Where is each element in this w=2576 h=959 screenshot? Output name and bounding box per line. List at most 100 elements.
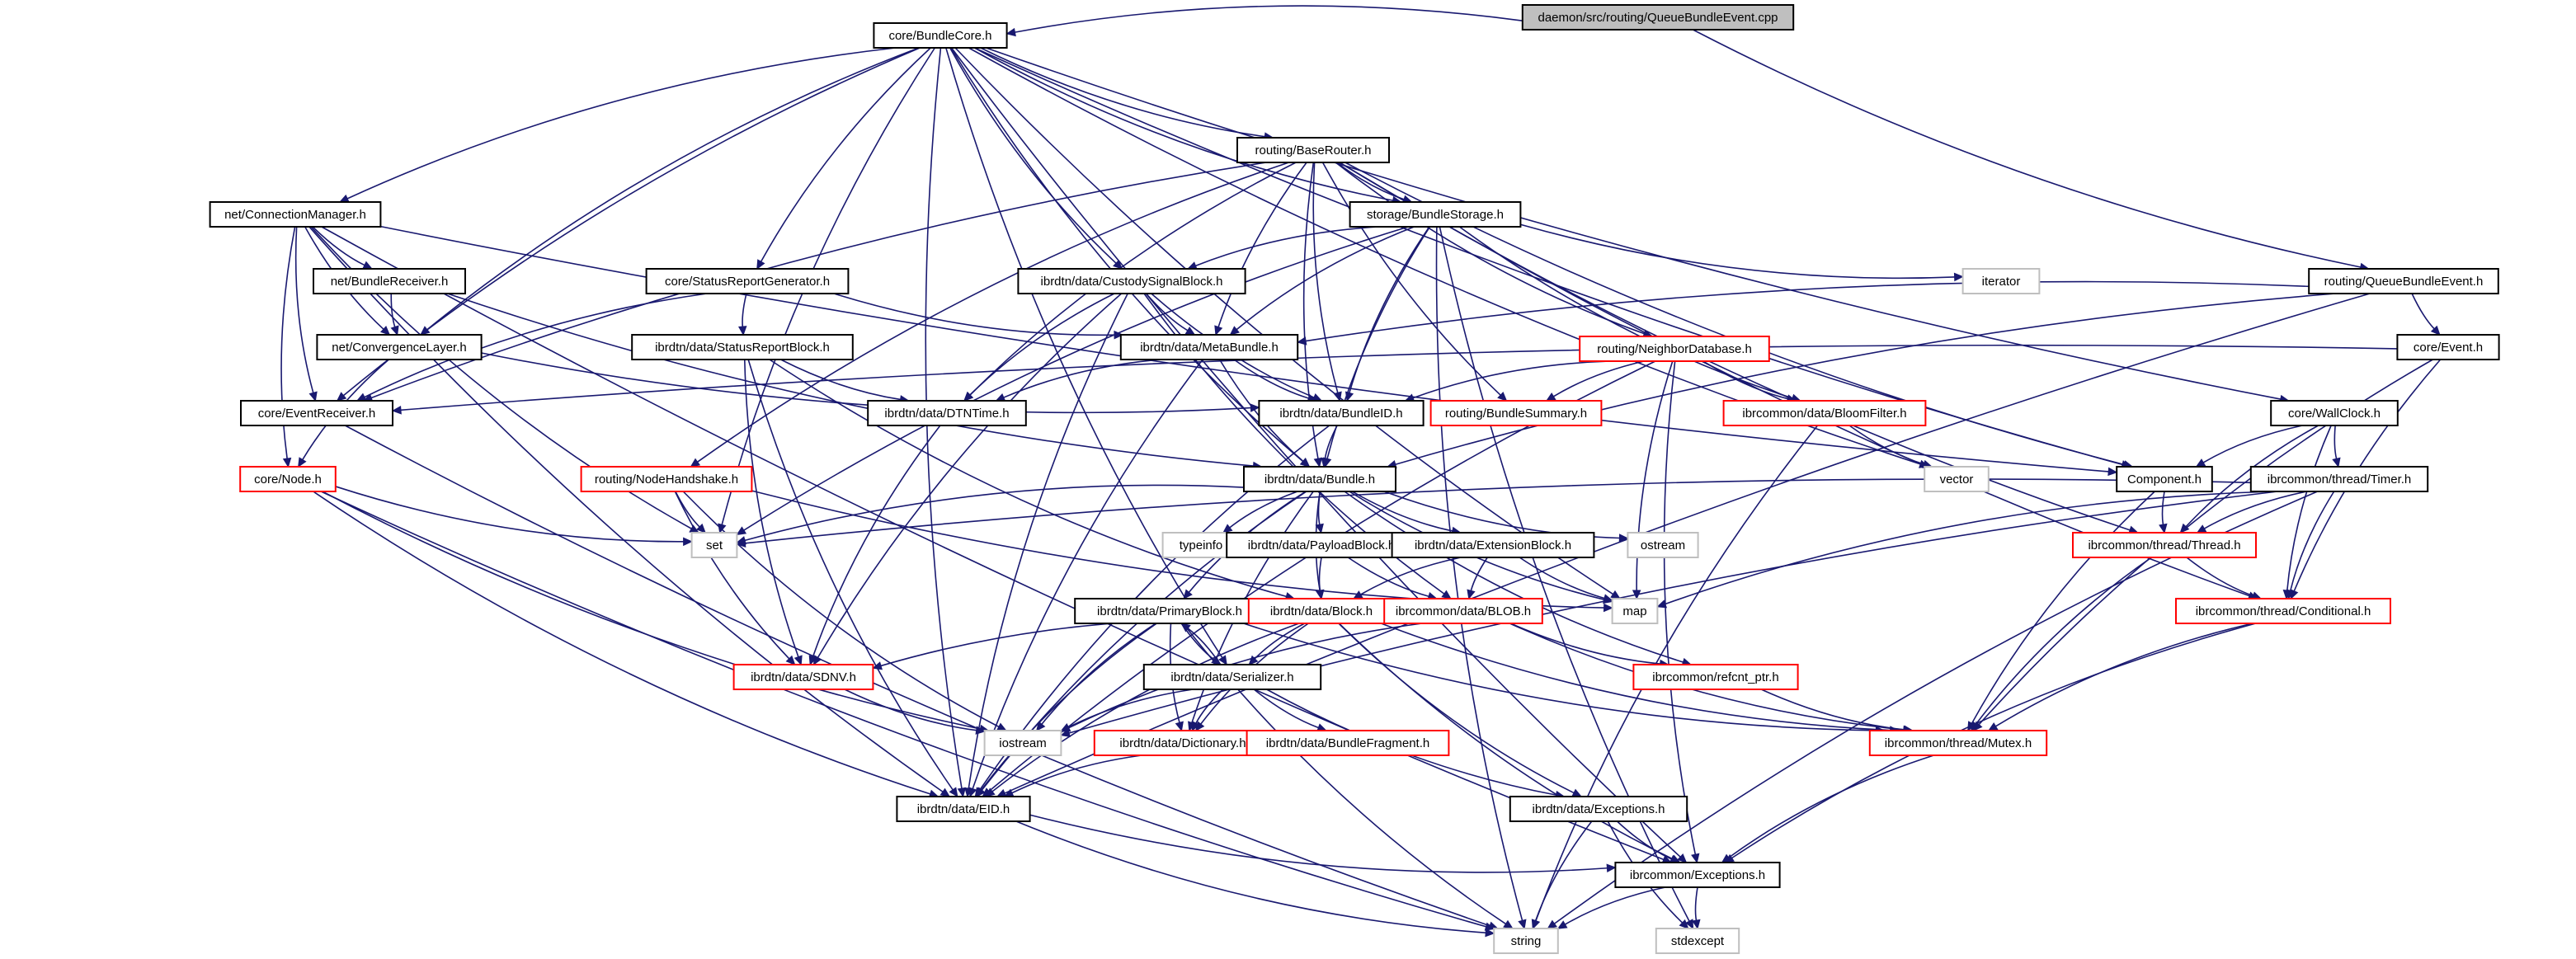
edge-payloadblock-to-block [1316, 557, 1325, 600]
node-box [645, 268, 850, 294]
node-eid[interactable]: ibrdtn/data/EID.h [896, 796, 1031, 822]
edge-line [760, 47, 931, 262]
arrowhead-icon [1214, 325, 1223, 336]
node-bundlestorage[interactable]: storage/BundleStorage.h [1349, 201, 1522, 228]
arrowhead-icon [1175, 721, 1184, 732]
node-iterator: iterator [1961, 268, 2041, 294]
node-label: net/BundleReceiver.h [331, 275, 449, 289]
node-label: ibrcommon/thread/Thread.h [2088, 538, 2240, 552]
arrowhead-icon [736, 526, 747, 536]
edge-line [1760, 689, 1905, 731]
arrowhead-icon [1222, 524, 1233, 534]
node-queuebundleeventh[interactable]: routing/QueueBundleEvent.h [2308, 268, 2499, 294]
node-box [1655, 928, 1740, 954]
node-dtntime[interactable]: ibrdtn/data/DTNTime.h [867, 400, 1027, 426]
node-label: ibrdtn/data/Block.h [1270, 604, 1373, 618]
node-label: ostream [1641, 538, 1685, 552]
node-bundle[interactable]: ibrdtn/data/Bundle.h [1243, 466, 1396, 492]
node-statusreportblock[interactable]: ibrdtn/data/StatusReportBlock.h [631, 334, 854, 360]
node-map: map [1611, 598, 1659, 624]
node-box [1521, 4, 1795, 31]
node-sdnv[interactable]: ibrdtn/data/SDNV.h [732, 664, 874, 690]
node-custodysignalblock[interactable]: ibrdtn/data/CustodySignalBlock.h [1017, 268, 1246, 294]
edge-timer-to-thread [2196, 491, 2307, 534]
node-block[interactable]: ibrdtn/data/Block.h [1247, 598, 1396, 624]
arrowhead-icon [1467, 589, 1476, 600]
edge-queuebundleeventh-to-metabundle [1296, 280, 2310, 346]
node-bundlefragment[interactable]: ibrdtn/data/BundleFragment.h [1246, 730, 1450, 756]
edge-line [1068, 623, 1423, 729]
node-event[interactable]: core/Event.h [2396, 334, 2500, 360]
arrowhead-icon [1603, 594, 1613, 603]
edge-line [844, 689, 977, 731]
edge-line [991, 623, 1300, 792]
edge-line [945, 47, 1223, 659]
node-box [1349, 201, 1522, 228]
edge-bundle-to-refcnt_ptr [1344, 491, 1693, 666]
node-box [873, 22, 1008, 49]
node-metabundle[interactable]: ibrdtn/data/MetaBundle.h [1119, 334, 1299, 360]
node-bloomfilter[interactable]: ibrcommon/data/BloomFilter.h [1722, 400, 1927, 426]
node-conditional[interactable]: ibrcommon/thread/Conditional.h [2175, 598, 2391, 624]
edge-statusreportblock-to-sdnv [743, 359, 803, 666]
edge-line [2290, 491, 2335, 591]
node-label: ibrdtn/data/PrimaryBlock.h [1097, 604, 1242, 618]
node-ibrexceptions[interactable]: ibrcommon/Exceptions.h [1614, 862, 1781, 888]
node-mutex[interactable]: ibrcommon/thread/Mutex.h [1868, 730, 2048, 756]
node-nodehandshake[interactable]: routing/NodeHandshake.h [580, 466, 753, 492]
node-blob[interactable]: ibrcommon/data/BLOB.h [1383, 598, 1543, 624]
edge-bundlestorage-to-bundleid [1345, 226, 1430, 402]
node-neighbordatabase[interactable]: routing/NeighborDatabase.h [1579, 336, 1770, 362]
arrowhead-icon [995, 393, 1006, 402]
node-statusreportgenerator[interactable]: core/StatusReportGenerator.h [645, 268, 850, 294]
edge-line [1254, 623, 1306, 660]
edge-bundlereceiver-to-convergencelayer [390, 293, 399, 336]
node-thread[interactable]: ibrcommon/thread/Thread.h [2072, 532, 2257, 558]
arrowhead-icon [1618, 534, 1629, 543]
node-root[interactable]: daemon/src/routing/QueueBundleEvent.cpp [1521, 4, 1795, 31]
node-node[interactable]: core/Node.h [239, 466, 337, 492]
edge-line [1335, 162, 1645, 335]
node-baserouter[interactable]: routing/BaseRouter.h [1236, 137, 1390, 163]
node-timer[interactable]: ibrcommon/thread/Timer.h [2249, 466, 2429, 492]
node-label: core/Event.h [2414, 341, 2483, 355]
node-dataexceptions[interactable]: ibrdtn/data/Exceptions.h [1509, 796, 1688, 822]
edge-line [1663, 360, 1697, 855]
node-bundlereceiver[interactable]: net/BundleReceiver.h [313, 268, 466, 294]
arrowhead-icon [391, 406, 402, 415]
node-label: ibrdtn/data/Exceptions.h [1533, 802, 1665, 816]
node-extensionblock[interactable]: ibrdtn/data/ExtensionBlock.h [1391, 532, 1595, 558]
edge-line [2185, 425, 2319, 528]
node-connectionmanager[interactable]: net/ConnectionManager.h [209, 201, 382, 228]
node-box [1868, 730, 2048, 756]
node-bundlesummary[interactable]: routing/BundleSummary.h [1429, 400, 1603, 426]
node-label: ibrdtn/data/Bundle.h [1264, 472, 1375, 487]
node-eventreceiver[interactable]: core/EventReceiver.h [240, 400, 393, 426]
node-bundleid[interactable]: ibrdtn/data/BundleID.h [1258, 400, 1425, 426]
edge-line [745, 478, 2251, 544]
node-convergencelayer[interactable]: net/ConvergenceLayer.h [316, 334, 483, 360]
arrowhead-icon [2286, 589, 2296, 600]
node-box [1632, 664, 1799, 690]
node-bundlecore[interactable]: core/BundleCore.h [873, 22, 1008, 49]
node-label: ibrdtn/data/BundleFragment.h [1266, 736, 1429, 750]
node-box [1579, 336, 1770, 362]
node-component[interactable]: Component.h [2116, 466, 2213, 492]
node-label: ibrdtn/data/BundleID.h [1279, 407, 1402, 421]
edge-line [1347, 557, 1429, 598]
arrowhead-icon [1321, 457, 1330, 468]
node-string: string [1493, 928, 1559, 954]
node-wallclock[interactable]: core/WallClock.h [2270, 400, 2399, 426]
arrowhead-icon [949, 787, 958, 798]
node-payloadblock[interactable]: ibrdtn/data/PayloadBlock.h [1226, 532, 1417, 558]
node-refcnt-ptr[interactable]: ibrcommon/refcnt_ptr.h [1632, 664, 1799, 690]
arrowhead-icon [1518, 919, 1527, 930]
arrowhead-icon [1610, 590, 1621, 599]
arrowhead-icon [298, 457, 307, 468]
edge-bundle-to-typeinfo [1222, 491, 1298, 534]
node-primaryblock[interactable]: ibrdtn/data/PrimaryBlock.h [1074, 598, 1265, 624]
arrowhead-icon [1677, 853, 1688, 863]
node-serializer[interactable]: ibrdtn/data/Serializer.h [1142, 664, 1322, 690]
node-dictionary[interactable]: ibrdtn/data/Dictionary.h [1093, 730, 1273, 756]
edge-serializer-to-bundlefragment [1253, 689, 1327, 732]
